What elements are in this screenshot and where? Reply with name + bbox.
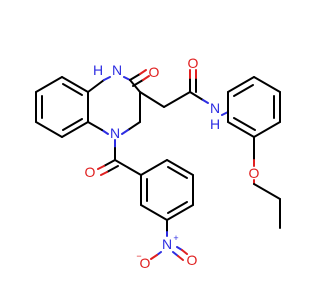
ring-nh-n-label: N (112, 62, 122, 78)
amide-hydrogen-label: H (210, 116, 220, 132)
acetamide-chain (139, 69, 229, 116)
nitro-oxygen-minus-label: O (140, 255, 151, 271)
amide-nitrogen-label: N (210, 100, 220, 116)
ketone-group (129, 69, 150, 87)
nitro-oxygen-double-label: O (187, 252, 198, 268)
nitro-plus-charge: + (173, 233, 178, 243)
ring-n1-label: N (110, 125, 120, 141)
benzoyl-group (97, 139, 142, 176)
pyrazinone-ring (87, 76, 141, 135)
benzoyl-oxygen-label: O (85, 164, 96, 180)
chemical-structure-diagram: H N O N O N H O O N + O − O (35, 55, 281, 271)
ethoxyphenyl-ring (227, 76, 281, 229)
nitro-nitrogen-label: N (162, 236, 172, 252)
nitrophenyl-ring (140, 159, 194, 221)
nitro-group (150, 219, 188, 261)
amide-oxygen-label: O (188, 55, 199, 71)
ether-oxygen-label: O (249, 165, 260, 181)
benzo-ring (35, 76, 89, 138)
ring-nh-h-label: H (93, 62, 103, 78)
nitro-minus-charge: − (136, 251, 141, 261)
ketone-oxygen-label: O (149, 64, 160, 80)
